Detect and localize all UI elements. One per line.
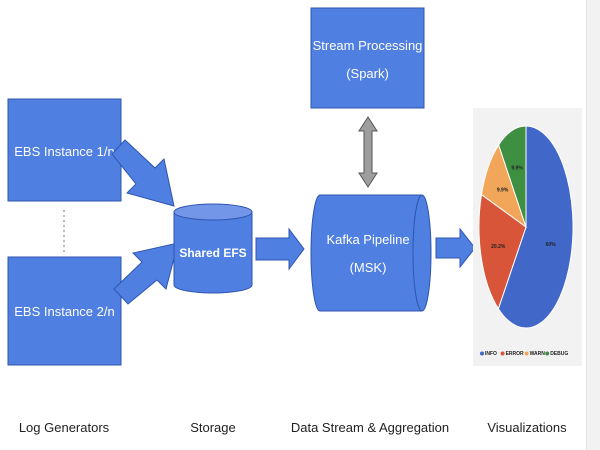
pie-label-debug: 9.9% [511,165,523,171]
pie-slice-info [497,125,574,329]
legend-marker-debug [545,351,550,356]
kafka-pipeline-cylinder-end [412,194,423,312]
pie-label-info: 60% [546,242,557,248]
category-log-generators: Log Generators [19,420,110,435]
pie-label-error: 20.2% [491,244,506,250]
log-level-pie-chart: 60% 20.2% 9.9% 9.9% [478,125,574,329]
stream-processing-box [310,7,425,109]
stream-processing-label-line2: (Spark) [346,66,389,81]
category-visualizations: Visualizations [487,420,567,435]
pie-label-warn: 9.9% [497,188,509,194]
kafka-pipeline-label-line1: Kafka Pipeline [326,232,409,247]
stream-processing-label-line1: Stream Processing [313,38,423,53]
ebs-instance-2-label: EBS Instance 2/n [14,304,114,319]
legend-label-debug: DEBUG [550,351,568,357]
legend-label-error: ERROR [506,351,524,357]
pie-slice-debug [498,125,527,228]
pie-chart-legend: INFO ERROR WARN DEBUG [480,351,568,357]
legend-marker-error [500,351,505,356]
shared-efs-label: Shared EFS [179,246,246,260]
pie-slice-error [478,193,527,310]
arrow-ebs2-to-efs [113,242,179,305]
legend-label-warn: WARN [530,351,546,357]
arrow-kafka-to-visualization [435,227,476,269]
shared-efs-cylinder-top [173,203,253,221]
legend-marker-warn [524,351,529,356]
kafka-pipeline-label-line2: (MSK) [350,260,387,275]
category-data-stream-aggregation: Data Stream & Aggregation [291,420,449,435]
bidirectional-arrow-spark-kafka [358,116,378,188]
legend-label-info: INFO [485,351,497,357]
arrow-efs-to-kafka [255,227,305,271]
ebs-instance-2-box [7,256,122,366]
right-edge-strip [586,0,600,450]
category-storage: Storage [190,420,236,435]
ebs-instance-1-box [7,98,122,202]
arrow-ebs1-to-efs [111,139,175,207]
shared-efs-cylinder [173,212,253,294]
ebs-instance-1-label: EBS Instance 1/n [14,144,114,159]
legend-marker-info [480,351,484,356]
